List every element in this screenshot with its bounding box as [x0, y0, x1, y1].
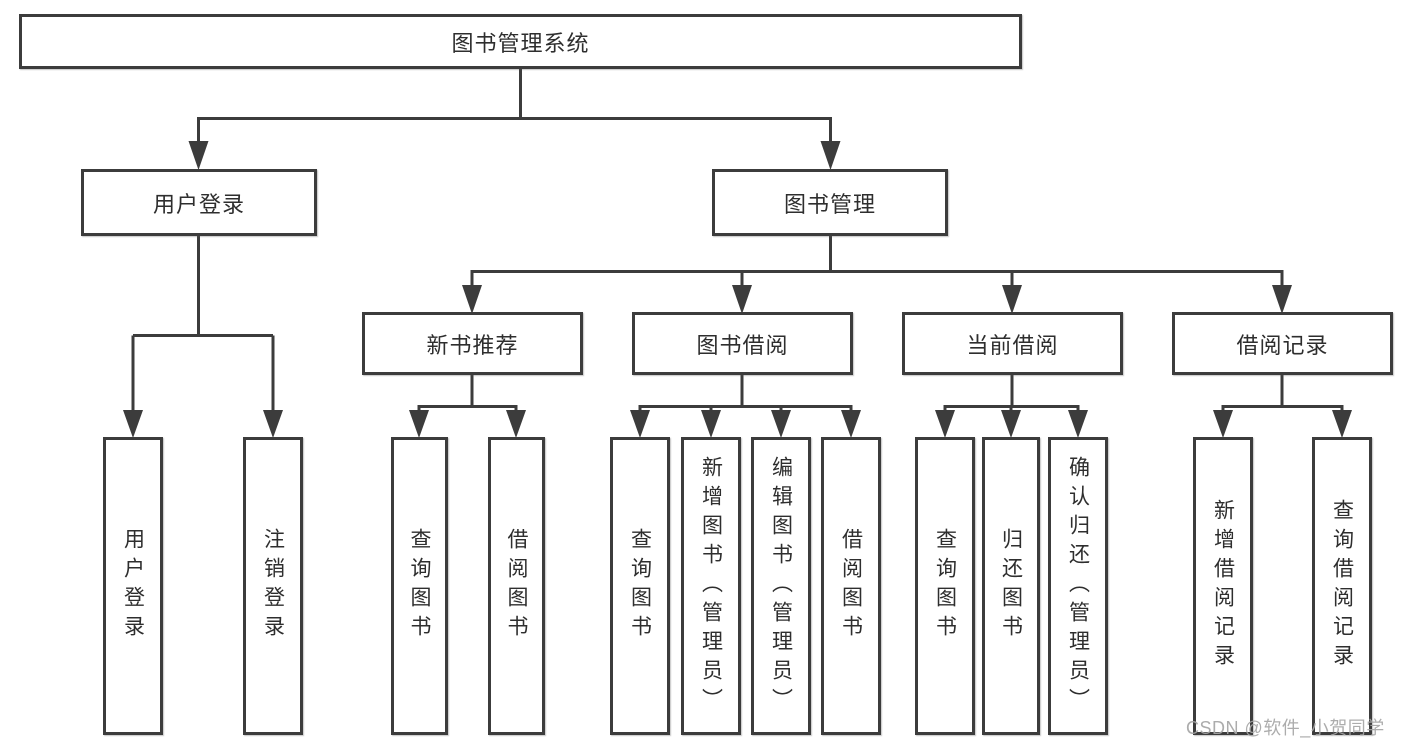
- leaf-borrow-edit-books-admin: 编辑图书（管理员）: [751, 437, 811, 735]
- leaf-current-confirm-return-admin: 确认归还（管理员）: [1048, 437, 1108, 735]
- node-borrow-records: 借阅记录: [1172, 312, 1393, 375]
- csdn-watermark: CSDN @软件_小贺同学: [1186, 718, 1385, 738]
- leaf-logout: 注销登录: [243, 437, 303, 735]
- leaf-newbook-query-books: 查询图书: [391, 437, 448, 735]
- node-current-borrow: 当前借阅: [902, 312, 1123, 375]
- node-user-login: 用户登录: [81, 169, 317, 236]
- leaf-borrow-query-books: 查询图书: [610, 437, 670, 735]
- node-new-book-recommend: 新书推荐: [362, 312, 583, 375]
- node-book-management: 图书管理: [712, 169, 948, 236]
- node-root: 图书管理系统: [19, 14, 1022, 69]
- leaf-current-return-books: 归还图书: [982, 437, 1040, 735]
- leaf-current-query-books: 查询图书: [915, 437, 975, 735]
- leaf-records-query-record: 查询借阅记录: [1312, 437, 1372, 735]
- leaf-newbook-borrow-books: 借阅图书: [488, 437, 545, 735]
- leaf-borrow-borrow-books: 借阅图书: [821, 437, 881, 735]
- leaf-records-add-record: 新增借阅记录: [1193, 437, 1253, 735]
- leaf-borrow-add-books-admin: 新增图书（管理员）: [681, 437, 741, 735]
- leaf-user-login: 用户登录: [103, 437, 163, 735]
- node-book-borrow: 图书借阅: [632, 312, 853, 375]
